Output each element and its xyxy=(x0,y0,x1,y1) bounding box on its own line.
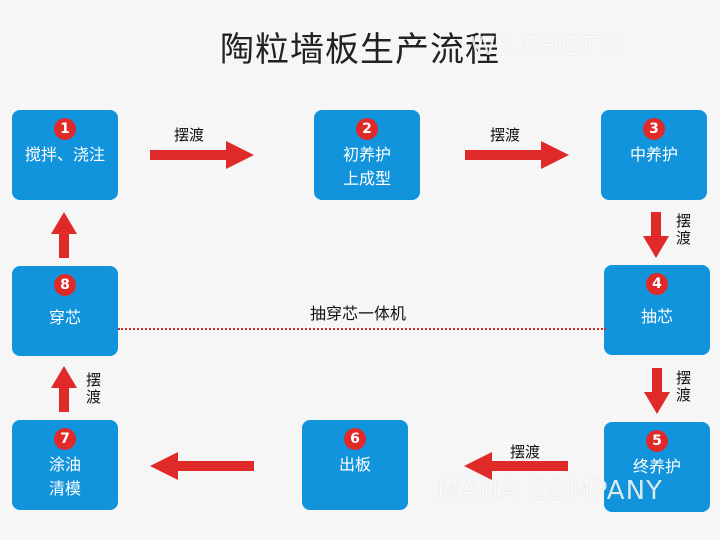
transfer-label-4-5: 摆渡 xyxy=(676,369,692,404)
arrow-up-7-8 xyxy=(51,366,77,412)
transfer-label-1-2: 摆渡 xyxy=(174,126,205,144)
step-7-box: 7 涂油 清模 xyxy=(12,420,118,510)
transfer-label-2-3: 摆渡 xyxy=(490,126,521,144)
step-7-badge: 7 xyxy=(54,428,76,450)
step-4-badge: 4 xyxy=(646,273,668,295)
machine-connector-line xyxy=(118,328,606,330)
step-5-box: 5 终养护 xyxy=(604,422,710,512)
step-3-box: 3 中养护 xyxy=(601,110,707,200)
step-4-box: 4 抽芯 xyxy=(604,265,710,355)
step-5-label: 终养护 xyxy=(632,457,681,476)
arrow-up-8-1 xyxy=(51,212,77,258)
step-6-label: 出板 xyxy=(338,455,371,474)
arrow-down-4-5 xyxy=(644,368,670,414)
step-2-badge: 2 xyxy=(356,118,378,140)
watermark-bottom: MANA COMPANY xyxy=(437,476,663,506)
step-4-label: 抽芯 xyxy=(640,307,673,326)
machine-label: 抽穿芯一体机 xyxy=(310,304,407,323)
step-2-box: 2 初养护 上成型 xyxy=(314,110,420,200)
step-5-badge: 5 xyxy=(646,430,668,452)
arrow-down-3-4 xyxy=(643,212,669,258)
arrow-left-6-7 xyxy=(150,452,254,480)
arrow-right-2-3 xyxy=(465,141,569,169)
arrow-left-5-6 xyxy=(464,452,568,480)
step-3-label: 中养护 xyxy=(629,145,678,164)
step-8-label: 穿芯 xyxy=(48,308,81,327)
step-1-label: 搅拌、浇注 xyxy=(24,145,105,164)
arrow-right-1-2 xyxy=(150,141,254,169)
transfer-label-5-6: 摆渡 xyxy=(510,443,541,461)
step-8-badge: 8 xyxy=(54,274,76,296)
transfer-label-7-8: 摆渡 xyxy=(86,371,102,406)
transfer-label-3-4: 摆渡 xyxy=(676,212,692,247)
step-6-badge: 6 xyxy=(344,428,366,450)
step-8-box: 8 穿芯 xyxy=(12,266,118,356)
diagram-title: 陶粒墙板生产流程 xyxy=(220,30,500,70)
step-2-label: 初养护 上成型 xyxy=(342,145,391,188)
step-1-badge: 1 xyxy=(54,118,76,140)
step-1-box: 1 搅拌、浇注 xyxy=(12,110,118,200)
step-6-box: 6 出板 xyxy=(302,420,408,510)
step-7-label: 涂油 清模 xyxy=(48,455,81,498)
watermark-top: WS PHOTO xyxy=(470,32,621,62)
step-3-badge: 3 xyxy=(643,118,665,140)
